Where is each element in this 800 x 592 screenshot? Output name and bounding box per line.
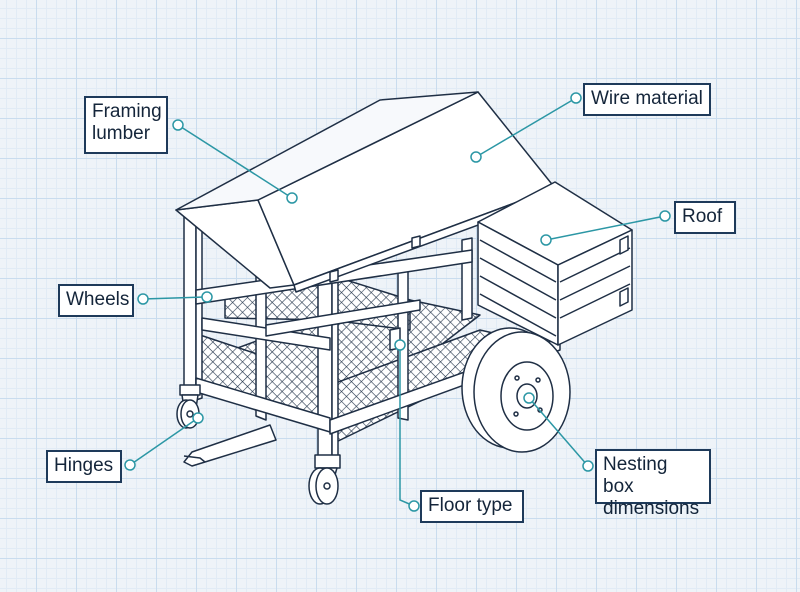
inner-rail <box>265 299 421 337</box>
coop-roof <box>175 91 558 293</box>
label-wire-material: Wire material <box>583 83 711 116</box>
label-nesting-box-dimensions: Nesting box dimensions <box>595 449 711 519</box>
label-floor-type: Floor type <box>420 490 524 523</box>
leader-nesting <box>528 397 589 467</box>
label-wheels: Wheels <box>58 284 134 317</box>
caster-front-right <box>308 454 341 505</box>
label-framing-lumber: Framing lumber <box>84 96 168 154</box>
leader-wheels <box>142 296 206 300</box>
chicken-coop-illustration <box>175 91 633 505</box>
front-left-post <box>183 210 203 401</box>
tow-hitch <box>183 424 277 467</box>
leader-wire <box>475 97 577 158</box>
leader-lines <box>124 92 671 512</box>
large-wheel <box>461 327 571 453</box>
label-hinges: Hinges <box>46 450 122 483</box>
leader-hinges <box>129 417 199 466</box>
leader-roof <box>545 215 666 241</box>
leader-framing <box>177 124 293 199</box>
nesting-box <box>477 181 633 346</box>
roof-hinge <box>411 235 421 249</box>
label-roof: Roof <box>674 201 736 234</box>
roof-hinge <box>329 269 339 283</box>
